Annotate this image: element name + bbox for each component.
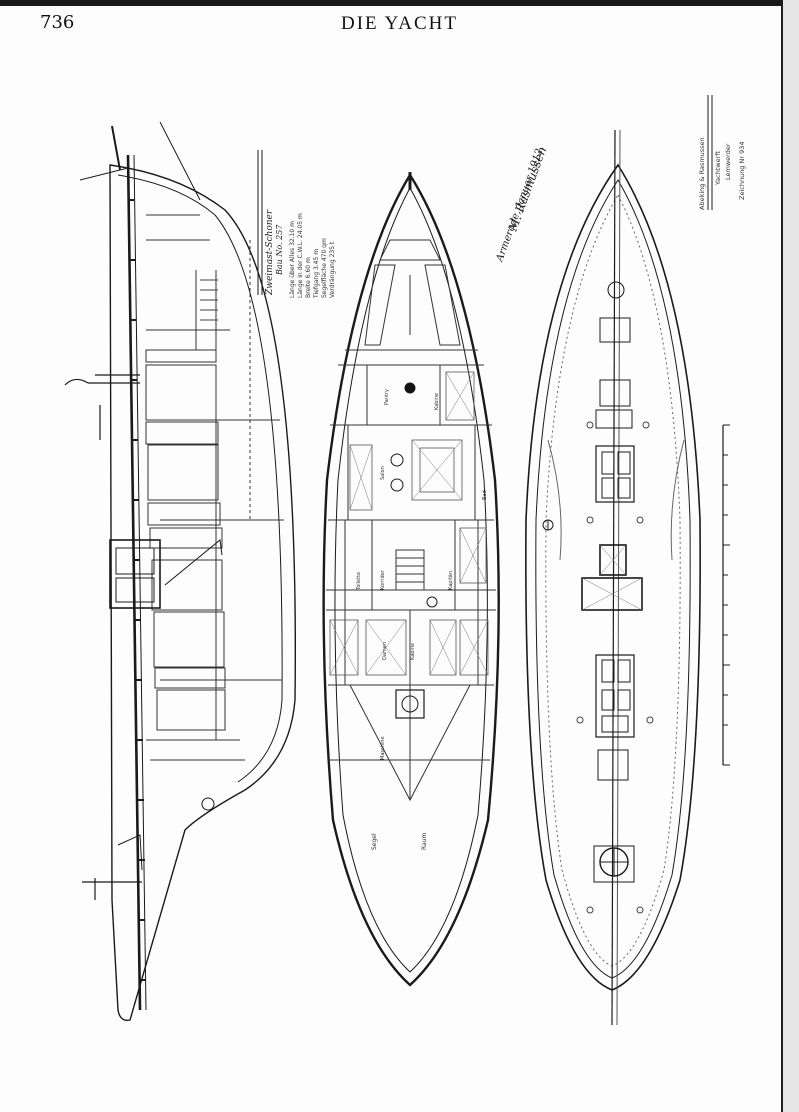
label-kabine: Kabine xyxy=(410,643,416,660)
scale-bar xyxy=(722,424,730,766)
page-number: 736 xyxy=(40,12,75,33)
label-captain: Kapitän xyxy=(448,571,454,590)
page-right-edge xyxy=(781,0,799,1112)
dimension-3: Breite 6.60 m xyxy=(305,257,312,298)
label-sail-right: Raum xyxy=(421,832,428,850)
drawing-number: Zeichnung Nr 934 xyxy=(738,141,746,200)
signature-block: Armerode, Januar 1912. M. Rasmussen xyxy=(494,144,549,264)
label-damen: Damen xyxy=(382,642,388,660)
label-cabin-right: Kabine xyxy=(434,393,440,410)
running-head: DIE YACHT xyxy=(340,13,459,34)
label-engine: Maschine xyxy=(380,736,386,760)
yard-type: Yachtwerft xyxy=(714,151,722,186)
profile-title-block: Zweimast-Schoner Bau No. 257 Länge über … xyxy=(265,209,336,299)
dimension-6: Verdrängung 235 t xyxy=(329,241,336,298)
label-saloon: Salon xyxy=(380,466,386,480)
label-toilet: Toilette xyxy=(356,572,362,591)
dimension-1: Länge über Alles 32.10 m xyxy=(289,221,296,298)
right-title-block: Abeking & Rasmussen Yachtwerft Lemwerder… xyxy=(698,137,746,210)
dimension-5: Segelfläche 470 qm xyxy=(321,238,328,298)
plan-room-labels: Pantry Salon Kabine Bad Toilette Korrido… xyxy=(356,389,488,850)
page-background xyxy=(0,0,781,1112)
yard-place: Lemwerder xyxy=(724,143,732,180)
label-galley: Pantry xyxy=(384,389,390,405)
label-corridor: Korridor xyxy=(380,569,386,590)
label-bath: Bad xyxy=(482,490,488,500)
deck-plan xyxy=(525,129,701,1026)
dimension-4: Tiefgang 3.45 m xyxy=(313,249,320,299)
label-sail-left: Segel xyxy=(371,833,378,850)
profile-drawing xyxy=(64,121,296,1021)
profile-number: Bau No. 257 xyxy=(275,224,284,276)
profile-title: Zweimast-Schoner xyxy=(265,209,275,296)
dimension-2: Länge in der C.W.L. 24.05 m xyxy=(297,213,304,298)
accommodation-plan xyxy=(322,172,500,987)
yard-name: Abeking & Rasmussen xyxy=(698,137,706,210)
signature-name: M. Rasmussen xyxy=(505,145,549,234)
top-scan-edge xyxy=(0,0,799,6)
